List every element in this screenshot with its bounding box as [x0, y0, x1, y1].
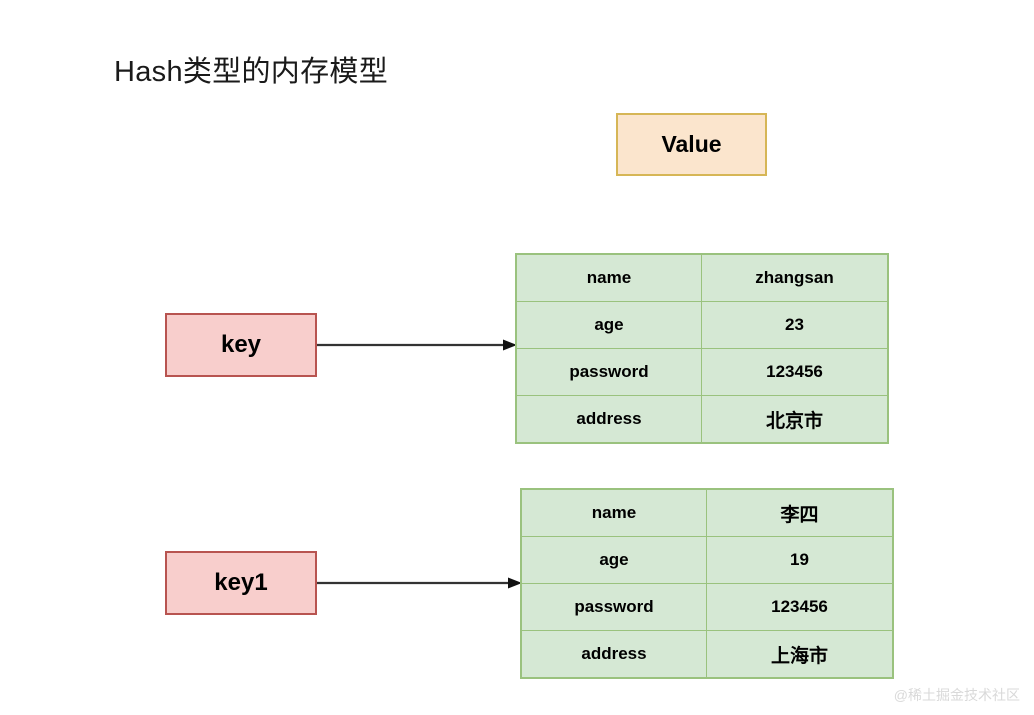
value-cell: 北京市: [701, 395, 889, 444]
value-cell: zhangsan: [701, 253, 889, 302]
field-cell: password: [520, 583, 707, 631]
table-row: password 123456: [520, 583, 894, 631]
field-cell: name: [515, 253, 702, 302]
field-cell: address: [515, 395, 702, 444]
key-box-key1: key1: [165, 551, 317, 615]
value-cell: 19: [706, 536, 894, 584]
field-cell: name: [520, 488, 707, 537]
field-cell: age: [520, 536, 707, 584]
value-cell: 123456: [701, 348, 889, 396]
field-cell: age: [515, 301, 702, 349]
value-cell: 上海市: [706, 630, 894, 679]
page-title: Hash类型的内存模型: [114, 56, 388, 88]
table-row: address 北京市: [515, 395, 889, 444]
value-legend-box: Value: [616, 113, 767, 176]
hash-value-table-1: name zhangsan age 23 password 123456 add…: [515, 253, 889, 444]
table-row: password 123456: [515, 348, 889, 396]
arrow-key-to-table-1: [317, 338, 517, 352]
value-cell: 23: [701, 301, 889, 349]
value-legend-label: Value: [661, 131, 722, 157]
table-row: address 上海市: [520, 630, 894, 679]
key1-box-label: key1: [214, 569, 268, 596]
table-row: name 李四: [520, 488, 894, 537]
key-box-label: key: [220, 331, 262, 358]
key-box-key: key: [165, 313, 317, 377]
value-cell: 李四: [706, 488, 894, 537]
field-cell: address: [520, 630, 707, 679]
field-cell: password: [515, 348, 702, 396]
table-row: age 19: [520, 536, 894, 584]
table-row: age 23: [515, 301, 889, 349]
arrow-key1-to-table-2: [317, 576, 522, 590]
value-cell: 123456: [706, 583, 894, 631]
table-row: name zhangsan: [515, 253, 889, 302]
watermark: @稀土掘金技术社区: [893, 687, 1020, 703]
hash-value-table-2: name 李四 age 19 password 123456 address 上…: [520, 488, 894, 679]
